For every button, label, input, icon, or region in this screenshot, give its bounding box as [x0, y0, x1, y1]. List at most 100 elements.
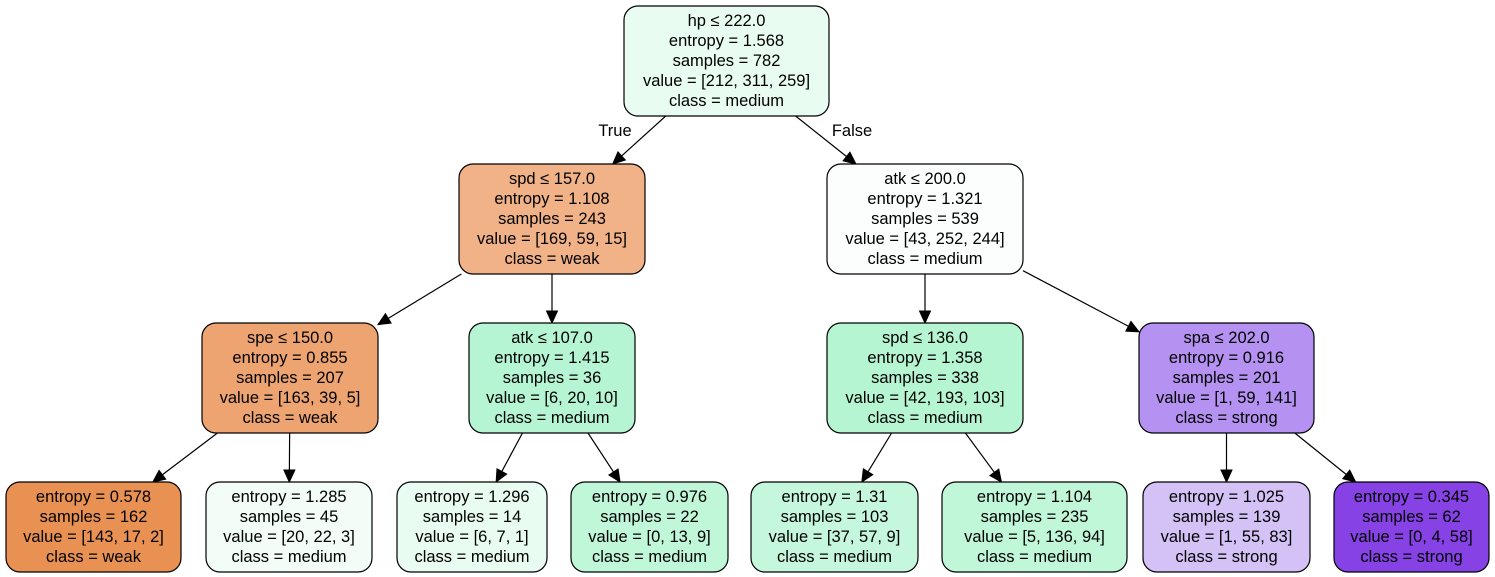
node-line: value = [212, 311, 259] [643, 72, 810, 90]
node-line: value = [6, 7, 1] [415, 528, 528, 546]
node-line: spd ≤ 136.0 [882, 329, 968, 347]
node-line: samples = 22 [600, 508, 699, 526]
node-line: samples = 201 [1173, 369, 1281, 387]
arrowhead [1341, 469, 1357, 483]
arrowhead [918, 310, 932, 325]
node-box [826, 163, 1024, 275]
arrowhead [842, 151, 857, 165]
node-line: entropy = 0.578 [36, 488, 151, 506]
edge-line [867, 432, 893, 473]
edge-root-n2 [795, 115, 857, 165]
node-line: samples = 14 [423, 508, 522, 526]
node-line: samples = 103 [781, 508, 889, 526]
arrowhead [283, 469, 296, 484]
node-line: class = weak [243, 409, 339, 427]
node-line: entropy = 0.916 [1169, 349, 1284, 367]
tree-node-n3: spe ≤ 150.0 entropy = 0.855 samples = 207 v… [201, 322, 379, 434]
arrowhead [607, 468, 621, 484]
arrowhead [376, 312, 392, 326]
edge-n2-n6 [1022, 270, 1141, 333]
arrowhead [495, 468, 508, 484]
edge-n1-n3 [376, 273, 462, 326]
edge-n2-n5 [918, 274, 932, 325]
node-line: value = [42, 193, 103] [845, 389, 1004, 407]
node-line: class = strong [1175, 409, 1277, 427]
edge-n6-n13 [1220, 433, 1233, 484]
node-line: class = weak [505, 250, 601, 268]
arrowhead [1220, 469, 1233, 484]
node-line: entropy = 0.976 [592, 488, 707, 506]
arrowhead [611, 150, 627, 165]
node-line: class = medium [867, 409, 982, 427]
node-box [623, 5, 830, 117]
node-line: entropy = 1.285 [231, 488, 346, 506]
edge-n3-n8 [283, 432, 296, 484]
node-line: samples = 782 [673, 52, 781, 70]
node-line: class = weak [46, 548, 142, 566]
node-line: entropy = 0.855 [232, 349, 347, 367]
arrowhead [151, 469, 167, 483]
node-line: class = medium [977, 548, 1092, 566]
edge-line [162, 432, 218, 476]
node-line: samples = 338 [871, 369, 979, 387]
node-box [458, 163, 646, 275]
arrowhead [988, 468, 1003, 483]
edge-n3-n7 [151, 432, 218, 483]
tree-node-n6: spa ≤ 202.0 entropy = 0.916 samples = 201 v… [1138, 322, 1315, 434]
node-line: class = medium [777, 548, 892, 566]
edge-line [621, 115, 667, 157]
edge-line [795, 115, 847, 157]
tree-node-root: hp ≤ 222.0 entropy = 1.568 samples = 782 va… [623, 5, 830, 117]
node-line: value = [0, 4, 58] [1350, 528, 1472, 546]
node-box [5, 481, 182, 573]
node-line: value = [143, 17, 2] [23, 528, 164, 546]
node-line: value = [43, 252, 244] [845, 230, 1004, 248]
edge-n6-n14 [1294, 432, 1357, 483]
node-line: samples = 207 [236, 369, 344, 387]
node-box [941, 481, 1128, 573]
node-line: spa ≤ 202.0 [1183, 329, 1269, 347]
node-line: entropy = 1.025 [1169, 488, 1284, 506]
edge-root-n1 [611, 115, 667, 165]
node-line: samples = 139 [1173, 508, 1281, 526]
arrowhead [1125, 320, 1141, 333]
node-line: value = [169, 59, 15] [477, 230, 627, 248]
node-line: value = [1, 59, 141] [1156, 389, 1297, 407]
node-line: samples = 36 [503, 369, 602, 387]
node-line: value = [20, 22, 3] [223, 528, 355, 546]
node-line: entropy = 1.415 [494, 349, 609, 367]
node-line: atk ≤ 107.0 [511, 329, 593, 347]
node-line: samples = 235 [981, 508, 1089, 526]
edge-n4-n9 [495, 432, 523, 484]
node-line: samples = 243 [498, 210, 606, 228]
node-line: value = [163, 39, 5] [220, 389, 361, 407]
node-line: class = strong [1360, 548, 1462, 566]
edge-label-true: True [598, 122, 631, 140]
node-line: hp ≤ 222.0 [688, 12, 766, 30]
node-line: value = [6, 20, 10] [486, 389, 618, 407]
node-line: entropy = 1.31 [782, 488, 888, 506]
node-line: samples = 539 [871, 210, 979, 228]
node-line: spe ≤ 150.0 [247, 329, 333, 347]
node-line: value = [5, 136, 94] [964, 528, 1105, 546]
node-box [750, 481, 919, 573]
edge-n4-n10 [587, 432, 621, 484]
nodes-layer: hp ≤ 222.0 entropy = 1.568 samples = 782 va… [5, 5, 1490, 573]
edge-line [1294, 432, 1347, 475]
node-box [468, 322, 636, 434]
node-line: entropy = 1.568 [669, 32, 784, 50]
node-line: entropy = 1.321 [867, 190, 982, 208]
edge-label-false: False [832, 122, 872, 140]
node-line: spd ≤ 157.0 [509, 170, 595, 188]
node-box [396, 481, 548, 573]
node-line: entropy = 0.345 [1354, 488, 1469, 506]
